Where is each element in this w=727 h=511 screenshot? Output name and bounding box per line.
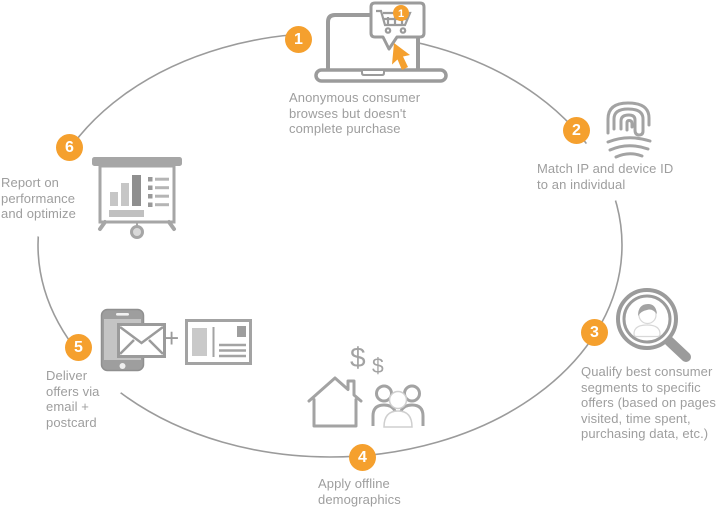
presentation-chart-icon [92,157,182,239]
phone-speaker [116,313,129,316]
people-group-icon [371,384,425,428]
presentation-legs [98,220,176,231]
dollar-sign-large: $ [350,342,366,373]
postcard-address-lines [219,343,246,358]
pull-cord-handle [130,225,144,239]
dollar-sign-small: $ [372,355,384,378]
postcard-icon [185,319,252,365]
step-4-badge: 4 [349,444,376,471]
step-3-badge: 3 [581,319,608,346]
phone-home-button [119,363,126,369]
cart-badge-circle [393,5,409,21]
person-shoulders [633,324,661,338]
postcard-image-block [192,328,207,356]
step-3-label: Qualify best consumer segments to specif… [581,364,716,441]
bullet-list-glyph [148,177,169,207]
fingerprint-icon [606,101,652,159]
step-6-badge: 6 [56,134,83,161]
step-4-label: Apply offline demographics [318,476,401,507]
step-5-label: Deliver offers via email + postcard [46,368,100,430]
bar-chart-glyph [109,175,144,217]
cursor-arrow-icon [392,43,410,70]
person-hair [638,304,657,316]
step-5-badge: 5 [65,334,92,361]
postcard-stamp [237,326,246,337]
step-2-label: Match IP and device ID to an individual [537,161,674,192]
step-1-label: Anonymous consumer browses but doesn't c… [289,90,421,136]
laptop-cart-icon: 1 [314,1,448,83]
front-person-body [383,410,413,428]
step-6-label: Report on performance and optimize [1,175,76,221]
house-icon [307,376,363,428]
step-2-badge: 2 [563,117,590,144]
magnifier-handle [664,336,691,362]
step-1-badge: 1 [285,26,312,53]
magnifier-person-icon [616,288,691,362]
plus-sign: + [164,323,180,353]
front-person-head [388,390,408,410]
cart-badge-number: 1 [398,8,404,20]
envelope-icon [117,323,166,358]
presentation-top-bar [92,157,182,166]
